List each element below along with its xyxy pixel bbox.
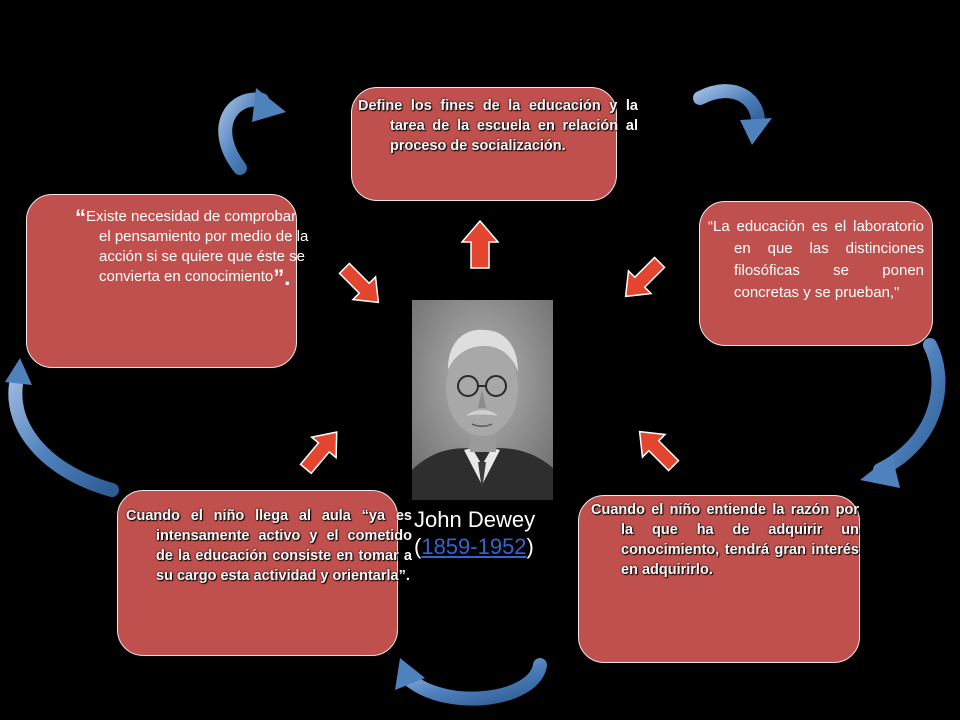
box-right: “La educación es el laboratorio en que l… <box>699 201 933 346</box>
caption-open-paren: ( <box>414 534 422 559</box>
curved-arrow-icon-top-right <box>693 84 772 145</box>
arrow-up-right-icon <box>299 431 338 475</box>
arrow-down-right-icon <box>338 262 380 304</box>
box-left: “Existe necesidad de comprobar el pensam… <box>26 194 308 368</box>
caption-years-line: (1859-1952) <box>414 533 535 560</box>
box-bottom-right: Cuando el niño entiende la razón por la … <box>578 495 860 663</box>
box-bottom-left: Cuando el niño llega al aula “ya es inte… <box>117 490 412 656</box>
left-quote-open: “ <box>75 205 86 230</box>
box-bottom-left-text: Cuando el niño llega al aula “ya es inte… <box>126 508 412 584</box>
arrow-down-left-icon <box>624 256 666 298</box>
arrow-up-left-icon <box>638 430 680 472</box>
curved-arrow-icon-right <box>860 338 946 488</box>
caption-name: John Dewey <box>414 507 536 532</box>
portrait-caption: John Dewey (1859-1952) <box>414 506 535 560</box>
arrow-up-icon <box>460 219 500 269</box>
caption-close-paren: ) <box>526 534 534 559</box>
box-left-body: Existe necesidad de comprobar el pensami… <box>86 208 309 285</box>
years-link[interactable]: 1859-1952 <box>421 534 527 559</box>
curved-arrow-icon-left <box>5 358 119 497</box>
box-bottom-right-text: Cuando el niño entiende la razón por la … <box>591 502 859 578</box>
box-right-text: “La educación es el laboratorio en que l… <box>708 218 924 301</box>
box-left-text: “Existe necesidad de comprobar el pensam… <box>75 205 311 290</box>
portrait-photo <box>412 300 553 500</box>
box-top: Define los fines de la educación y la ta… <box>351 87 638 201</box>
box-top-text: Define los fines de la educación y la ta… <box>358 98 638 154</box>
curved-arrow-icon-bottom <box>395 658 547 706</box>
curved-arrow-icon-top-left <box>218 88 286 175</box>
left-quote-close: ”. <box>273 265 291 290</box>
